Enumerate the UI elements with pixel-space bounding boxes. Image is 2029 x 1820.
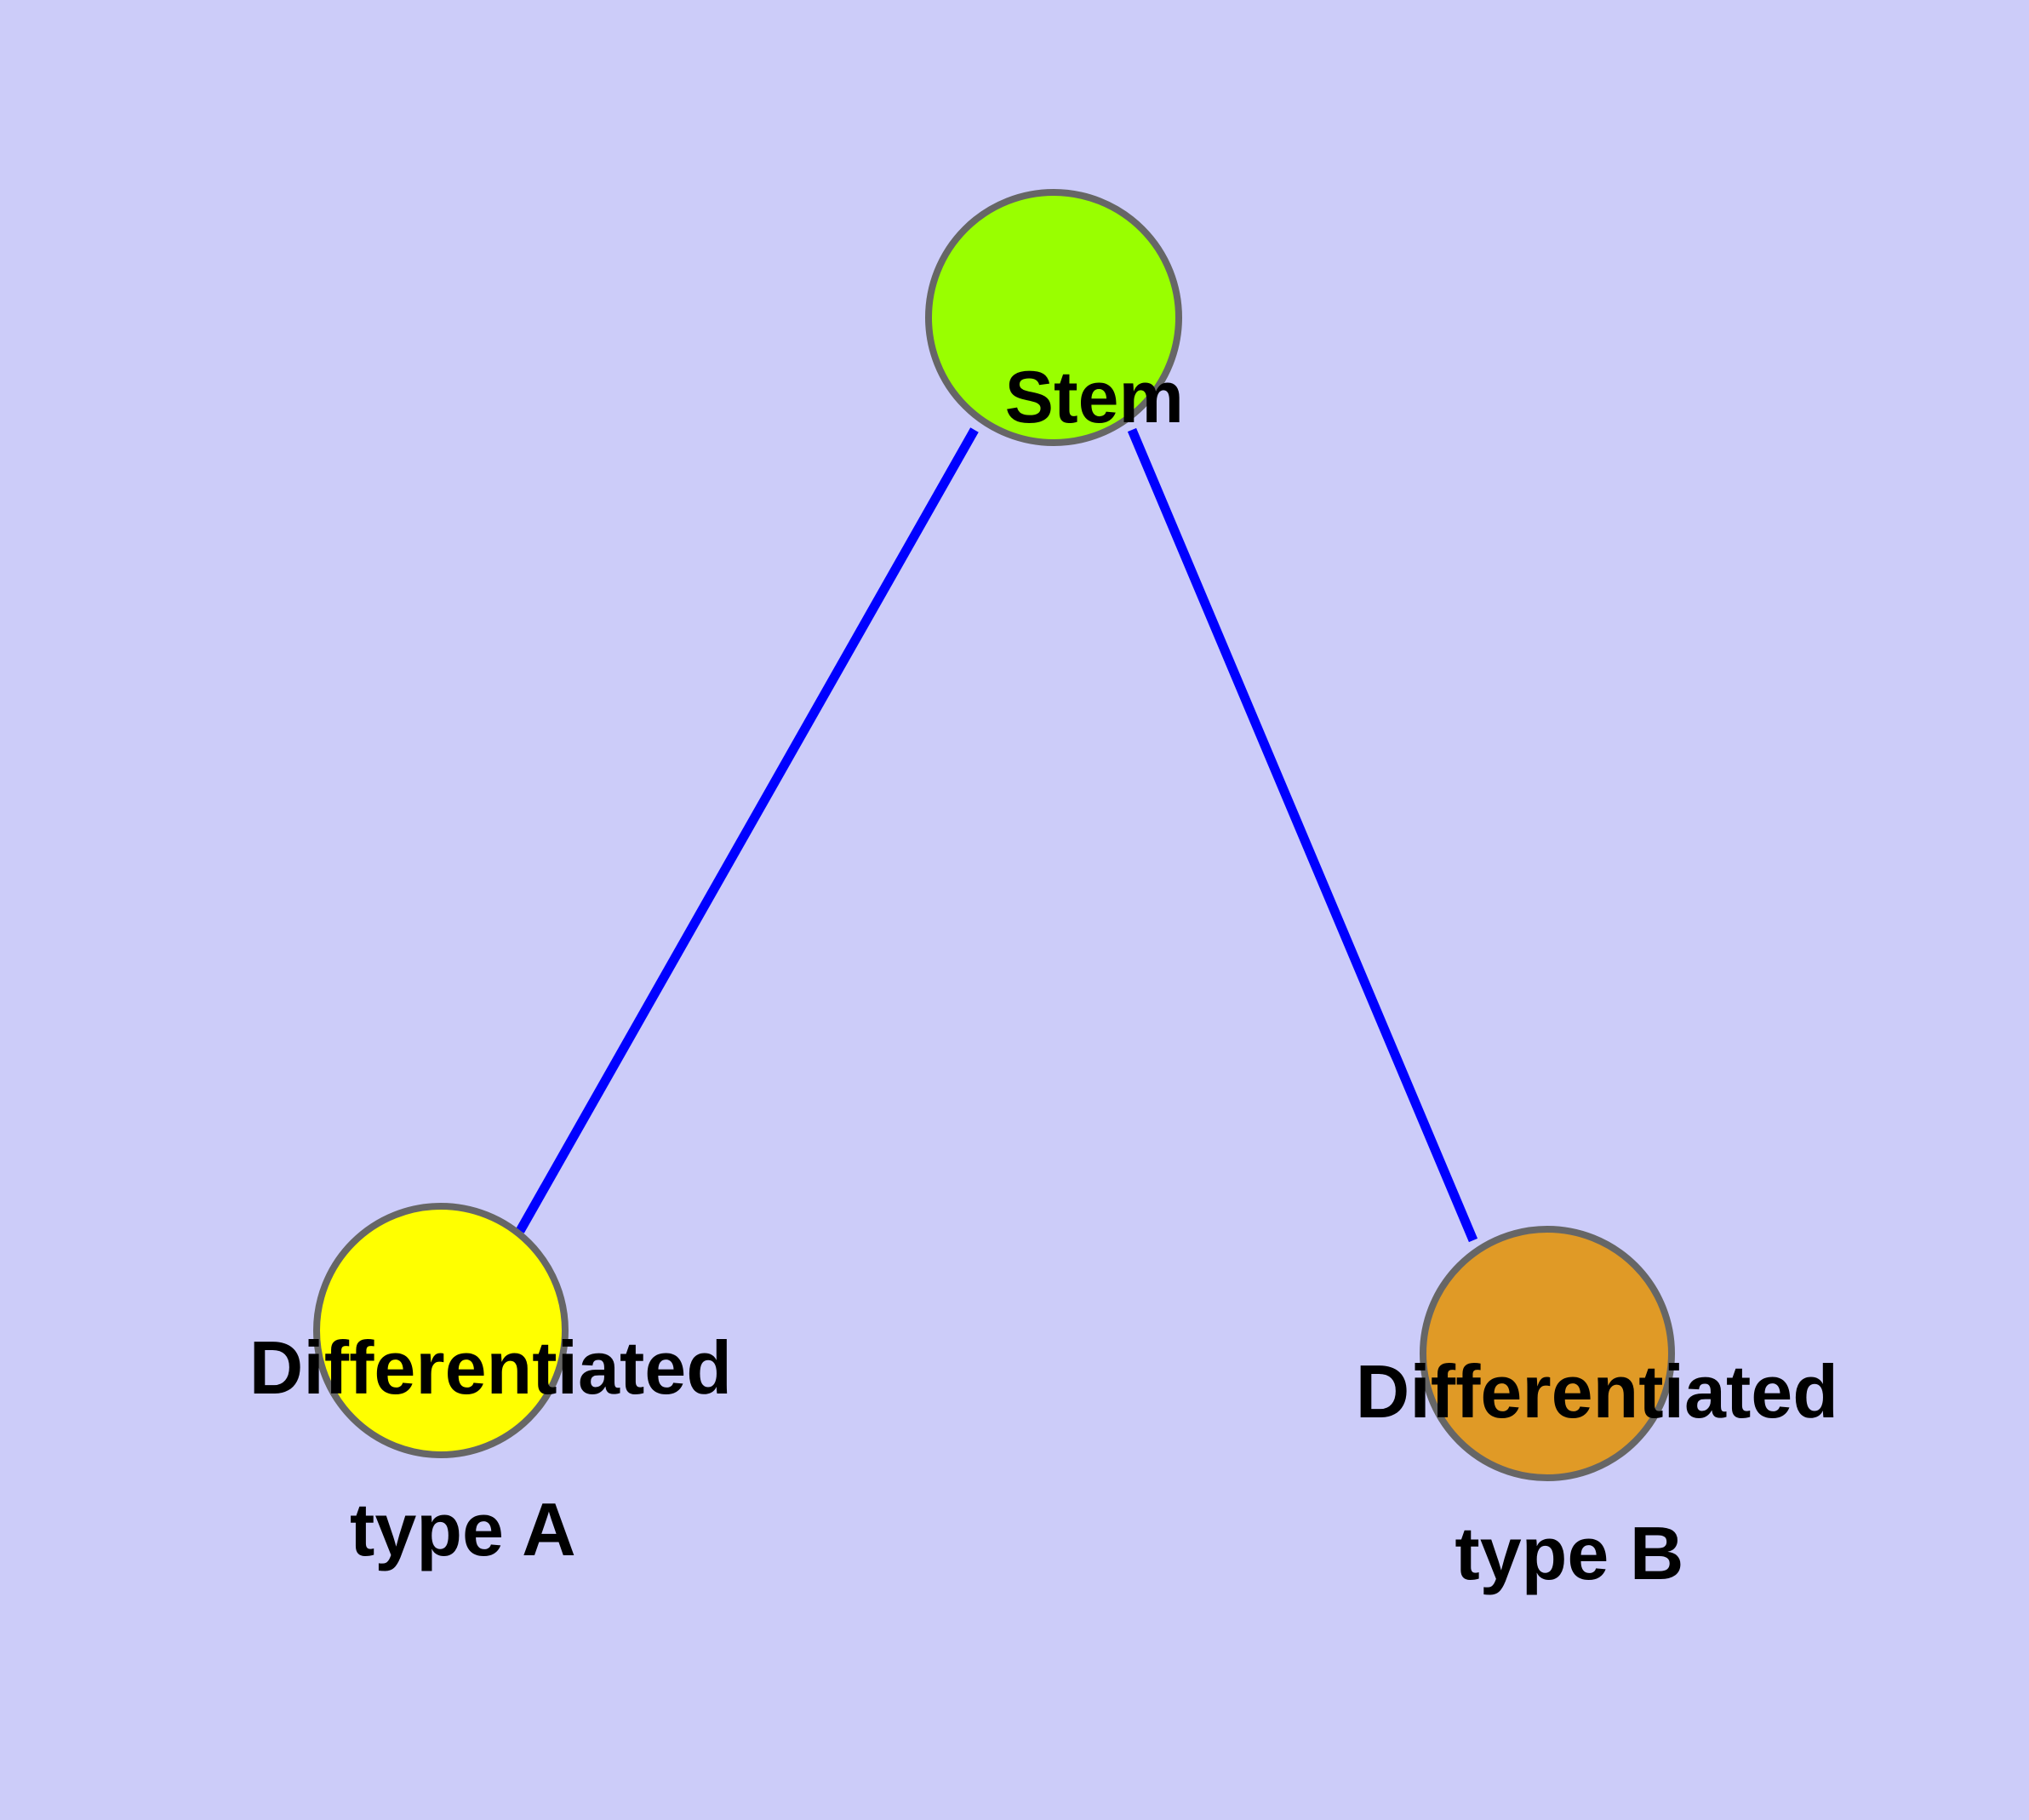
edge-stem-to-differentiated-type-b[interactable] — [1127, 427, 1478, 1243]
edge-layer — [516, 427, 1478, 1243]
node-differentiated-type-a-circle[interactable] — [313, 1203, 569, 1458]
node-differentiated-type-b-circle[interactable] — [1420, 1226, 1675, 1481]
edge-stem-to-differentiated-type-a[interactable] — [516, 427, 979, 1233]
node-stem-circle[interactable] — [925, 189, 1182, 446]
node-layer — [313, 189, 1675, 1481]
